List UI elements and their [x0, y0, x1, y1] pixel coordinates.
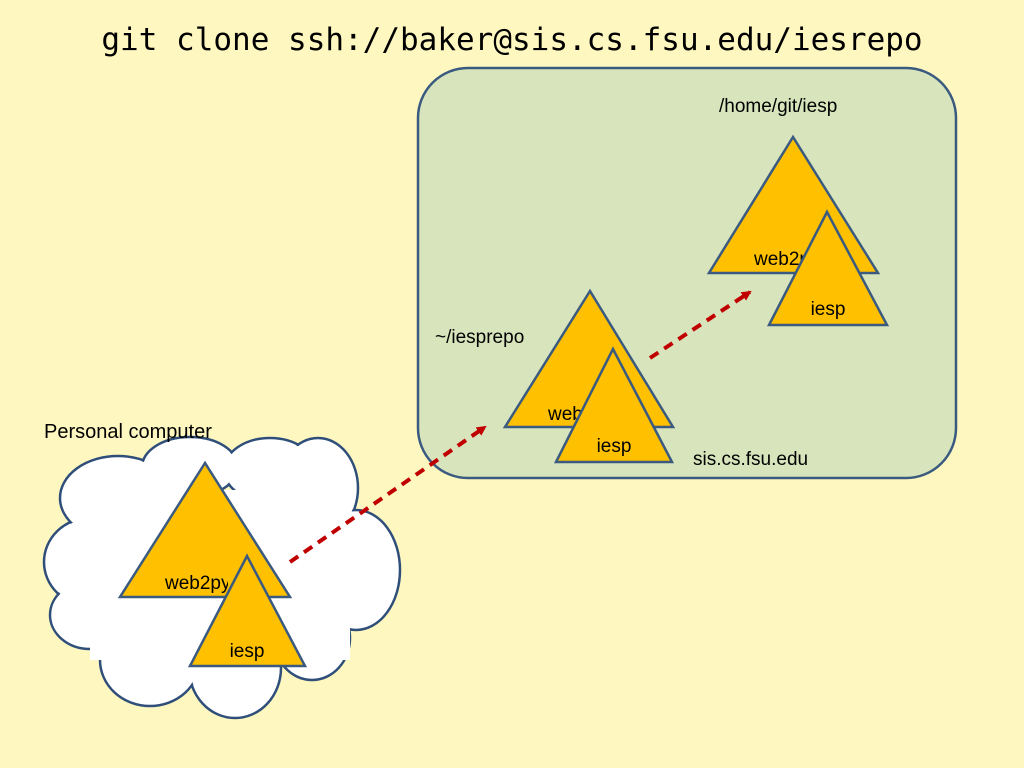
clone-iesp-triangle — [553, 346, 675, 464]
personal-repo-group: web2py iesp — [117, 460, 308, 668]
bare-iesp-triangle — [766, 209, 890, 327]
personal-computer-label: Personal computer — [44, 421, 212, 443]
personal-iesp-triangle — [187, 553, 308, 668]
personal-web2py-label: web2py — [164, 573, 231, 594]
bare-web2py-label: web2py — [753, 249, 820, 270]
clone-path-label: ~/iesprepo — [435, 327, 524, 348]
arrow-personal-to-clone — [288, 425, 487, 564]
arrow-clone-to-bare — [648, 290, 752, 360]
bare-repo-path-label: /home/git/iesp — [719, 96, 837, 117]
personal-iesp-label: iesp — [230, 641, 265, 662]
command-title: git clone ssh://baker@sis.cs.fsu.edu/ies… — [101, 22, 923, 58]
bare-iesp-label: iesp — [811, 299, 846, 320]
clone-repo-group: web2py iesp — [502, 288, 676, 464]
server-host-label: sis.cs.fsu.edu — [693, 449, 808, 470]
clone-iesp-label: iesp — [597, 436, 632, 457]
cloud-shape — [42, 435, 402, 720]
bare-repo-group: web2py iesp — [706, 134, 890, 327]
